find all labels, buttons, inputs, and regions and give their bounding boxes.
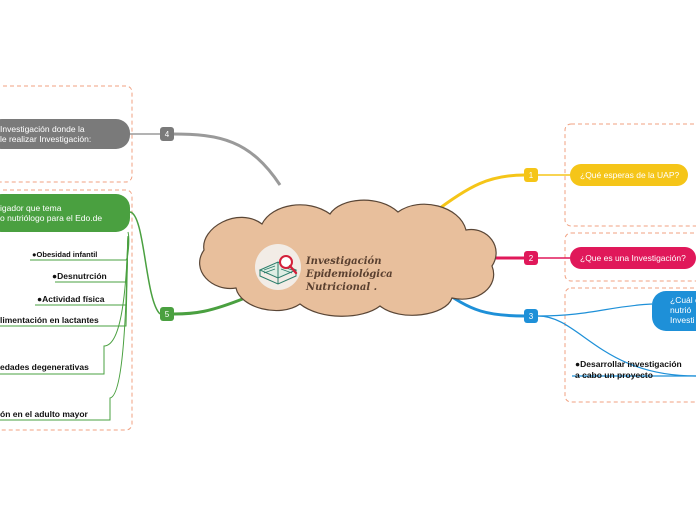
central-title[interactable]: Investigación Epidemiológica Nutricional… [306, 256, 393, 293]
group-frame-1 [564, 123, 696, 227]
connector-3c [537, 315, 696, 377]
branch-2-label: ¿Que es una Investigación? [580, 253, 686, 263]
group-frame-3 [564, 287, 696, 403]
branch-1-label: ¿Qué esperas de la UAP? [580, 170, 680, 180]
branch-3-line-1: ¿Cuál e [670, 295, 696, 305]
leaf-obesidad-infantil[interactable]: ●Obesidad infantil [32, 250, 98, 259]
branch-5-number[interactable]: 5 [160, 307, 174, 321]
branch-3-leaf-line-2: a cabo un proyecto [575, 370, 653, 380]
branch-3-question-node[interactable]: ¿Cuál e nutrió Investi [652, 291, 696, 331]
group-frame-4 [0, 85, 133, 183]
branch-3-line-3: Investi [670, 315, 695, 325]
leaf-enfermedades-degenerativas[interactable]: edades degenerativas [0, 362, 89, 372]
branch-2-number[interactable]: 2 [524, 251, 538, 265]
branch-5-node[interactable]: igador que tema o nutriólogo para el Edo… [0, 194, 130, 232]
connector-5b [129, 211, 161, 315]
connector-5 [173, 296, 246, 316]
branch-5-line-1: igador que tema [0, 203, 62, 213]
branch-2-node[interactable]: ¿Que es una Investigación? [570, 247, 696, 269]
connector-1 [431, 173, 526, 216]
branch-4-line-1: Investigación donde la [0, 124, 85, 134]
leaf-desnutricion[interactable]: ●Desnutrción [52, 271, 107, 281]
connector-4 [171, 132, 282, 186]
branch-4-node[interactable]: Investigación donde la le realizar Inves… [0, 119, 130, 149]
branch-1-number[interactable]: 1 [524, 168, 538, 182]
sub-connectors-5 [0, 231, 130, 421]
leaf-alimentacion-lactantes[interactable]: limentación en lactantes [0, 315, 99, 325]
connector-3b [537, 303, 653, 317]
branch-4-line-2: le realizar Investigación: [0, 134, 92, 144]
group-frame-2 [564, 232, 696, 282]
branch-3-leaf-line-1: ●Desarrollar investigación [575, 359, 682, 369]
branch-1-node[interactable]: ¿Qué esperas de la UAP? [570, 164, 688, 186]
branch-3-number[interactable]: 3 [524, 309, 538, 323]
book-magnifier-icon [258, 255, 298, 285]
branch-4-number[interactable]: 4 [160, 127, 174, 141]
branch-3-line-2: nutrió [670, 305, 692, 315]
leaf-actividad-fisica[interactable]: ●Actividad física [37, 294, 105, 304]
branch-3-leaf[interactable]: ●Desarrollar investigación a cabo un pro… [575, 359, 682, 381]
branch-5-line-2: o nutriólogo para el Edo.de [0, 213, 103, 223]
group-frame-5 [0, 189, 133, 431]
leaf-adulto-mayor[interactable]: ón en el adulto mayor [0, 409, 88, 419]
